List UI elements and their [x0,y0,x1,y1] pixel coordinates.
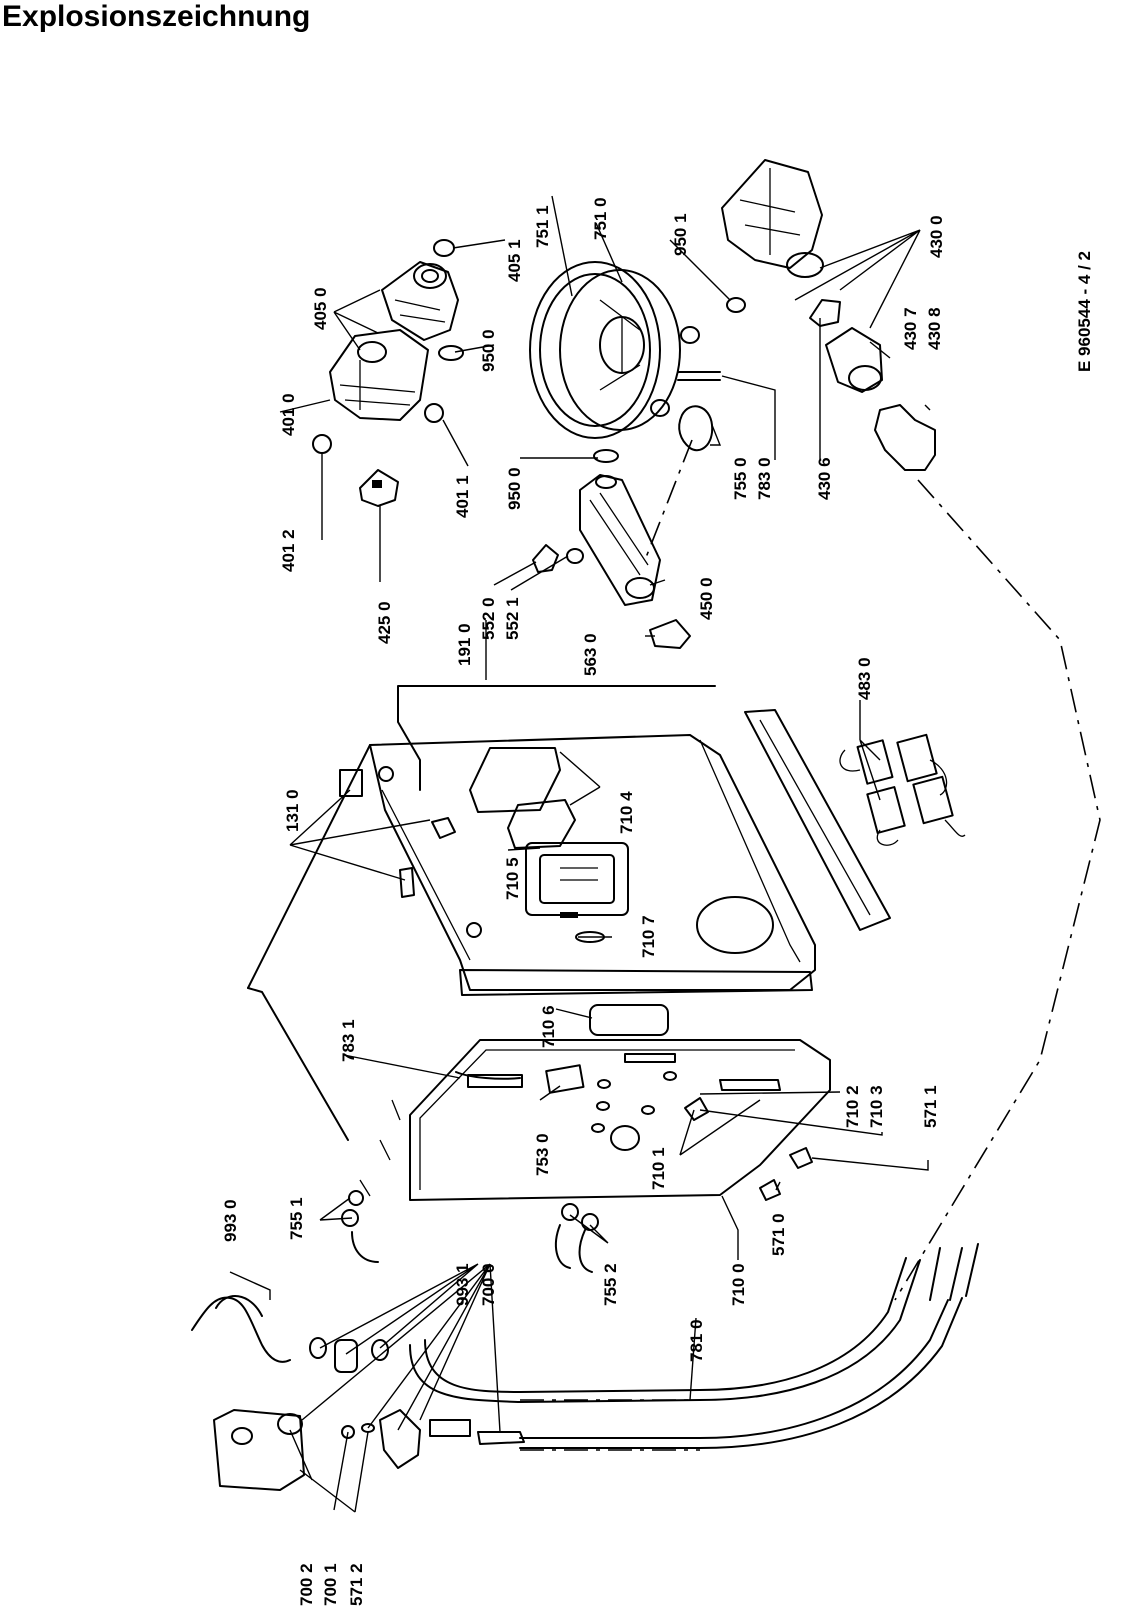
part-hoses [409,1243,979,1449]
part-405-pump-cover [381,239,459,341]
label-700-1: 700 1 [321,1563,340,1606]
label-430-7: 430 7 [901,307,920,350]
label-430-6: 430 6 [815,457,834,500]
page-title: Explosionszeichnung [2,0,311,33]
label-993-1: 993 1 [453,1263,472,1306]
label-191-0: 191 0 [455,623,474,666]
drain-centerline [894,479,1101,1301]
part-700-box [213,1409,305,1491]
part-425-component [359,469,399,507]
part-shapes [191,159,1101,1491]
part-571-1-fitting [789,1147,813,1169]
hose-centerline-2 [520,1399,700,1451]
label-710-3: 710 3 [867,1085,886,1128]
part-401-pump-body [312,329,464,454]
part-993-0-hose [191,1296,291,1363]
label-950-1: 950 1 [671,213,690,256]
label-571-1: 571 1 [921,1085,940,1128]
part-rail-strip [459,969,813,996]
part-131-panel-edge [247,744,371,989]
label-401-2: 401 2 [279,529,298,572]
part-191-gasket [397,685,456,791]
label-710-0: 710 0 [729,1263,748,1306]
label-710-4: 710 4 [617,791,636,834]
label-751-0: 751 0 [591,197,610,240]
part-450-housing [566,474,661,606]
part-tub-chassis [339,709,891,991]
label-751-1: 751 1 [533,205,552,248]
part-710-door [409,1039,831,1201]
label-700-0: 700 0 [479,1263,498,1306]
label-401-1: 401 1 [453,475,472,518]
label-950-0-upper: 950 0 [479,329,498,372]
part-483-connectors [839,733,966,846]
label-755-2: 755 2 [601,1263,620,1306]
part-993-1-clamps [309,1337,389,1373]
label-710-7: 710 7 [639,915,658,958]
label-430-0: 430 0 [927,215,946,258]
label-483-0: 483 0 [855,657,874,700]
label-131-0: 131 0 [283,789,302,832]
label-552-1: 552 1 [503,597,522,640]
part-571-0-fitting [759,1179,781,1201]
label-710-6: 710 6 [539,1005,558,1048]
label-405-1: 405 1 [505,239,524,282]
label-710-5: 710 5 [503,857,522,900]
label-993-0: 993 0 [221,1199,240,1242]
label-753-0: 753 0 [533,1133,552,1176]
part-131-panel-lower [247,987,349,1141]
part-labels: 405 0 405 1 751 1 751 0 950 1 430 0 950 … [221,197,1094,1606]
leader-lines [229,195,931,1513]
part-755-2-hose [554,1203,599,1273]
label-425-0: 425 0 [375,601,394,644]
part-751-heater-ring [529,261,721,439]
label-571-2: 571 2 [347,1563,366,1606]
label-755-1: 755 1 [287,1197,306,1240]
label-755-0: 755 0 [731,457,750,500]
label-552-0: 552 0 [479,597,498,640]
part-430-fittings [809,299,936,471]
label-783-1: 783 1 [339,1019,358,1062]
part-552-valve [532,544,559,573]
label-563-0: 563 0 [581,633,600,676]
drawing-code: E 960544 - 4 / 2 [1075,251,1094,372]
label-405-0: 405 0 [311,287,330,330]
part-950-seal [593,449,619,463]
part-430-valve-block [721,159,824,313]
label-781-0: 781 0 [687,1319,706,1362]
label-571-0: 571 0 [769,1213,788,1256]
label-401-0: 401 0 [279,393,298,436]
part-993-0-hose-inner [215,1295,263,1317]
label-430-8: 430 8 [925,307,944,350]
label-450-0: 450 0 [697,577,716,620]
part-755-1-hose [341,1190,379,1263]
hose-centerline [644,439,693,561]
part-783-1-cable [455,1071,521,1080]
part-710-6-gasket [589,1004,669,1036]
part-563-switch [649,619,691,649]
part-700-valve [341,1409,525,1469]
label-710-2: 710 2 [843,1085,862,1128]
label-700-2: 700 2 [297,1563,316,1606]
panel-break-marks [359,1099,401,1197]
label-950-0-lower: 950 0 [505,467,524,510]
part-710-dispenser [469,747,629,943]
part-755-hose [678,405,714,452]
label-710-1: 710 1 [649,1147,668,1190]
label-783-0: 783 0 [755,457,774,500]
